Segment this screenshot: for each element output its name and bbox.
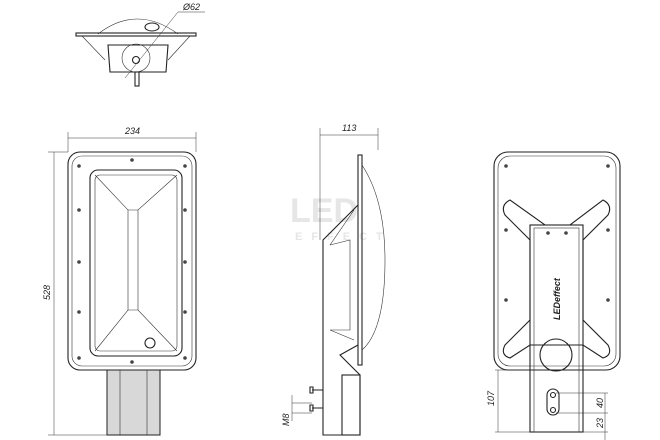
diameter-label: Ø62 [182,2,200,12]
bracket-height-label: 107 [486,390,496,406]
brand-logo: LEDeffect [552,277,562,320]
back-view: LEDeffect 107 40 23 [486,151,621,440]
side-view: LED EFFECT 113 M8 [281,123,392,436]
height-label: 528 [42,285,52,300]
hole-offset-label: 23 [595,418,605,429]
thread-label: M8 [281,413,291,426]
watermark-subtext: EFFECT [295,231,392,243]
width-label: 234 [124,126,140,136]
front-view: 234 528 [42,126,197,436]
top-view: Ø62 [75,2,205,87]
hole-spacing-label: 40 [595,398,605,408]
watermark-logo: LED [290,192,358,230]
depth-label: 113 [342,123,356,133]
